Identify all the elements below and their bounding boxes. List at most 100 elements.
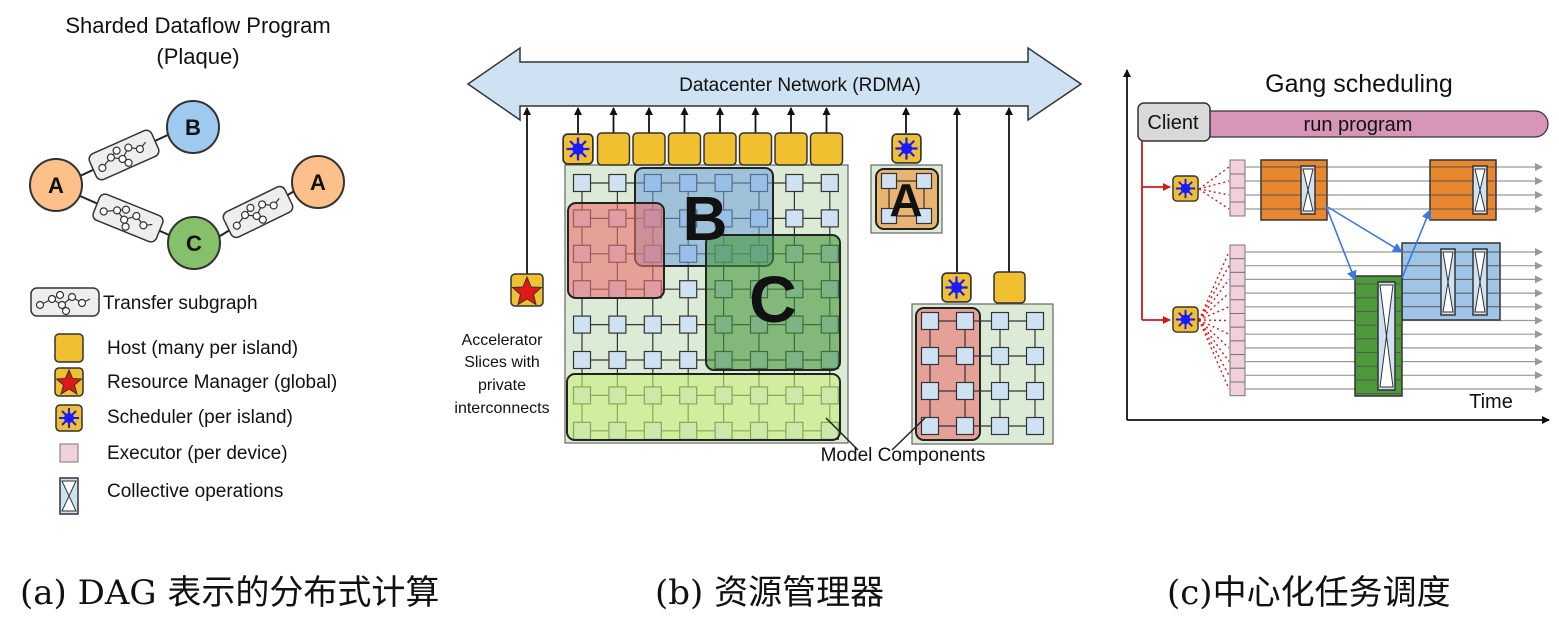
host-box (738, 132, 773, 166)
client-label: Client (1147, 112, 1199, 134)
fanout-line (1198, 319, 1230, 363)
accelerator-chip (785, 173, 804, 193)
collective-icon-2-hourglass (1474, 168, 1486, 212)
executor-icon (59, 443, 79, 463)
executor-cell (1229, 271, 1246, 287)
slice-red-2 (915, 307, 981, 441)
accelerator-chip (608, 350, 627, 370)
legend-host: Host (many per island) (107, 338, 298, 359)
time-label: Time (1469, 391, 1513, 413)
node-a-left (29, 158, 83, 212)
fanout-line (1198, 188, 1230, 210)
executor-cell (1229, 173, 1246, 189)
caption-b: (b) 资源管理器 (655, 573, 885, 613)
scheduler-icon (55, 404, 83, 432)
host-box (703, 132, 737, 166)
dep-arrow-3 (1401, 209, 1432, 279)
transfer-subgraph-ca (220, 183, 296, 241)
caption-a: (a) DAG 表示的分布式计算 (20, 573, 440, 613)
accelerator-chip (920, 381, 940, 401)
scheduler-icon-c2 (1172, 306, 1199, 333)
accelerator-chip (643, 350, 662, 370)
collective-icon (59, 477, 79, 515)
fanout-line (1198, 188, 1230, 196)
scheduler-icon-island-3 (941, 272, 972, 303)
executor-cell (1229, 326, 1246, 342)
fanout-line (1198, 319, 1230, 335)
node-c (167, 216, 221, 270)
scheduler-icon-island-1 (562, 133, 594, 165)
orange-block-1-box (1260, 159, 1328, 221)
node-a-left-label: A (48, 173, 64, 198)
fanout-line (1198, 319, 1230, 322)
host-box (809, 132, 844, 166)
fanout-line (1198, 306, 1230, 321)
panel-b: Datacenter Network (RDMA) Accelerator Sl… (454, 46, 1083, 466)
accelerator-chip (955, 311, 975, 331)
legend: Transfer subgraph Host (many per island)… (30, 287, 337, 515)
scheduler-icon-c1 (1172, 175, 1199, 202)
fanout-line (1198, 265, 1230, 321)
accelerator-chip (955, 416, 975, 436)
star-icon (55, 368, 83, 396)
model-components-label: Model Components (821, 445, 986, 466)
accelerator-chip (990, 416, 1010, 436)
accelerator-chip (880, 207, 898, 225)
caption-c: (c)中心化任务调度 (1167, 573, 1451, 613)
accelerator-chip (679, 315, 698, 334)
node-b (166, 100, 220, 154)
slice-c-label: C (749, 262, 797, 336)
accelerator-chip (915, 207, 933, 225)
executor-cell (1229, 244, 1246, 260)
collective-icon-3-hourglass (1442, 251, 1454, 313)
legend-scheduler: Scheduler (per island) (107, 407, 293, 428)
orange-block-1 (1260, 159, 1328, 221)
host-box (632, 132, 666, 166)
accelerator-chip (920, 416, 940, 436)
accelerator-chip (920, 311, 940, 331)
executor-cell (1229, 159, 1246, 175)
accelerator-chip (572, 315, 592, 334)
accelerator-chip (1025, 346, 1045, 366)
accelerator-chip (955, 381, 975, 401)
dep-arrow-2 (1325, 205, 1403, 253)
fanout-line (1198, 278, 1230, 321)
host-box-island-3 (993, 271, 1026, 304)
transfer-subgraph-ab (86, 127, 162, 183)
executor-cell (1229, 340, 1246, 356)
accelerator-chip (572, 173, 592, 193)
accelerator-chip (572, 350, 592, 370)
host-icon (54, 333, 84, 363)
fanout-line (1198, 319, 1230, 349)
accel-label-2: Slices with (464, 354, 540, 371)
host-box (667, 132, 702, 166)
panel-a-title: Sharded Dataflow Program (65, 13, 330, 38)
legend-transfer: Transfer subgraph (103, 293, 258, 314)
node-a-right-label: A (310, 170, 326, 195)
accelerator-chip (820, 209, 839, 228)
accelerator-chip (608, 315, 627, 334)
executor-cell (1229, 285, 1246, 301)
accelerator-chip (990, 346, 1010, 366)
pointer-line-left (825, 417, 859, 451)
fanout-line (1198, 319, 1230, 390)
client-box (1137, 102, 1211, 142)
legend-collective: Collective operations (107, 481, 283, 502)
accelerator-chip (880, 172, 898, 190)
node-c-label: C (186, 231, 202, 256)
accelerator-chip (1025, 381, 1045, 401)
slice-b-label: B (683, 185, 728, 254)
collective-icon-5-hourglass (1379, 284, 1394, 388)
executor-cell (1229, 299, 1246, 314)
slice-red-1 (567, 202, 665, 299)
host-box (596, 132, 631, 166)
fanout-line (1198, 251, 1230, 321)
accelerator-chip (990, 381, 1010, 401)
executor-cell (1229, 381, 1246, 397)
fanout-line (1198, 180, 1230, 190)
collective-icon-4-hourglass (1474, 251, 1486, 313)
accelerator-chip (643, 315, 662, 334)
datacenter-network-arrow (466, 46, 1083, 122)
fanout-line (1198, 292, 1230, 321)
network-label: Datacenter Network (RDMA) (679, 75, 921, 96)
